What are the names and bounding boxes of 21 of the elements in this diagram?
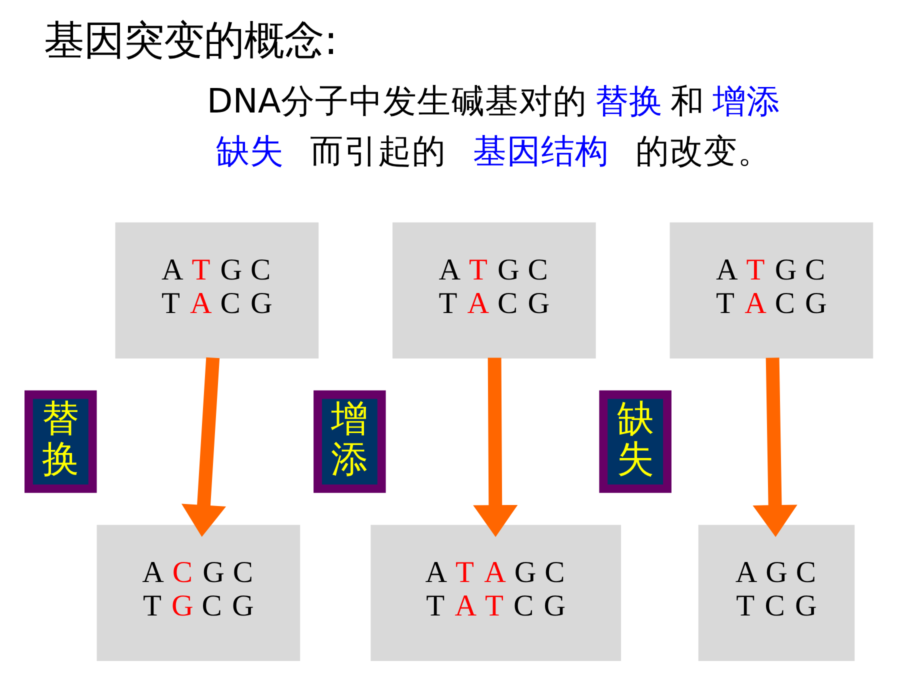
label: 增添	[712, 81, 780, 120]
arrow	[752, 358, 797, 537]
label: 基因结构	[472, 132, 609, 171]
arrow	[180, 357, 226, 537]
label: 的改变。	[634, 132, 771, 171]
node-box: 替换	[24, 390, 96, 493]
node-box: 增添	[313, 390, 386, 493]
arrow	[472, 358, 518, 537]
diagram-title: 基因突变的概念:	[44, 16, 338, 64]
label: 替换	[594, 81, 663, 120]
node-box: A C G C T G C G	[96, 524, 300, 661]
node-box: A G C T C G	[698, 524, 854, 661]
label: DNA分子中发生碱基对的	[206, 81, 586, 120]
label: 缺失	[216, 132, 284, 171]
node-box: A T G C T A C G	[669, 222, 873, 358]
node-box: A T G C T A C G	[114, 222, 318, 358]
label: 而引起的	[310, 132, 446, 171]
node-box: A T A G C T A T C G	[370, 524, 621, 661]
label: 和	[670, 81, 704, 120]
node-box: A T G C T A C G	[392, 222, 596, 358]
node-box: 缺失	[598, 390, 671, 493]
